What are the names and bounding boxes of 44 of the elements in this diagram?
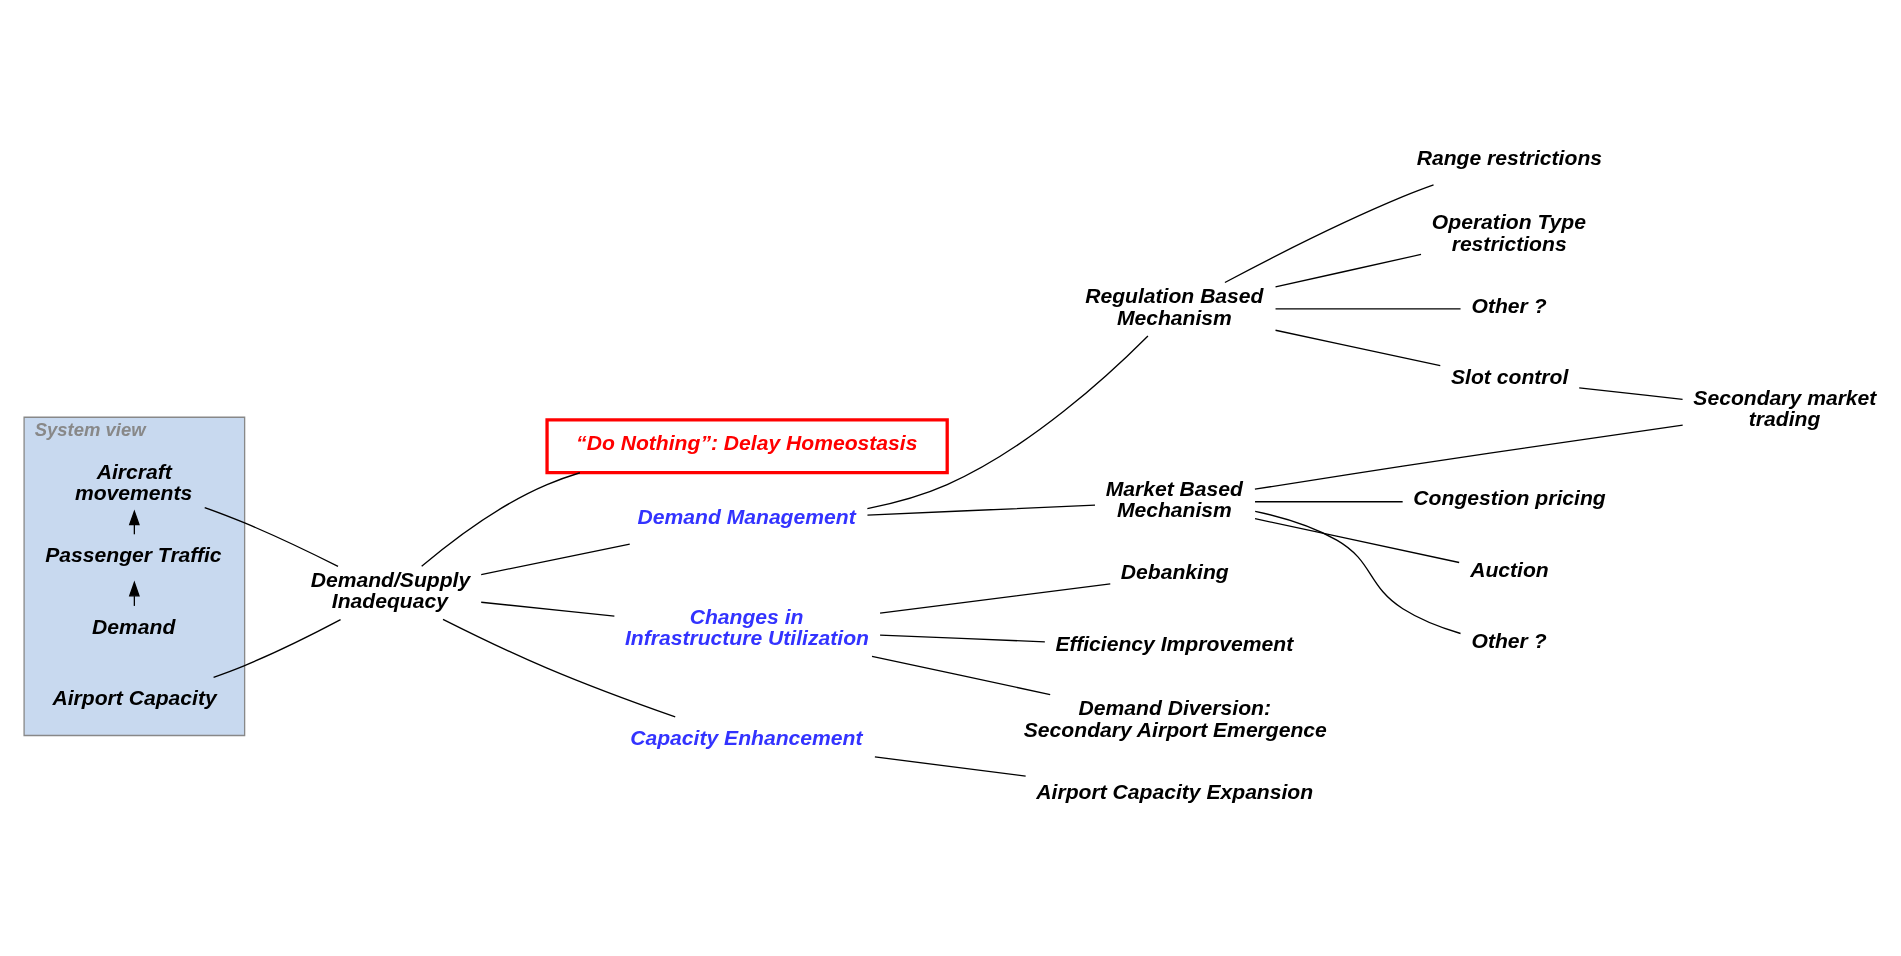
connector — [874, 756, 1027, 777]
connector — [442, 618, 676, 718]
node-text: Airport Capacity Expansion — [1036, 779, 1314, 803]
connector — [1274, 253, 1422, 288]
node-text: Debanking — [1120, 560, 1229, 584]
connector — [480, 543, 631, 576]
connector — [866, 335, 1149, 510]
node-box: “Do Nothing”: Delay Homeostasis — [545, 418, 949, 475]
connector — [212, 618, 342, 678]
connector — [879, 583, 1111, 614]
node-text: Range restrictions — [1416, 145, 1603, 169]
connector — [871, 655, 1051, 696]
node-text: Demand Diversion: Secondary Airport Emergence — [1023, 696, 1327, 741]
node-text: Congestion pricing — [1413, 486, 1606, 510]
node-text: Market Based Mechanism — [1105, 477, 1243, 522]
node-text: Passenger Traffic — [45, 543, 222, 567]
connector — [480, 601, 616, 617]
node-text: Efficiency Improvement — [1055, 631, 1294, 655]
node-text: Changes in Infrastructure Utilization — [624, 605, 869, 650]
node-text: Demand/Supply Inadequacy — [310, 568, 471, 613]
node-text: Demand Management — [637, 504, 856, 528]
connector — [1254, 510, 1462, 635]
connector — [1254, 424, 1684, 490]
node-text: Airport Capacity — [52, 685, 217, 709]
node-text: Secondary market trading — [1693, 386, 1877, 431]
node-text: Slot control — [1451, 364, 1569, 388]
node-text: Other ? — [1471, 293, 1547, 317]
connector — [1274, 329, 1441, 367]
node-text: Capacity Enhancement — [630, 725, 863, 749]
connector — [866, 504, 1096, 516]
connector — [421, 472, 581, 567]
connector — [1274, 308, 1462, 310]
node-text: Other ? — [1471, 629, 1547, 653]
node-text: Operation Type restrictions — [1431, 210, 1586, 255]
node-text: Demand — [92, 614, 176, 638]
connector — [879, 634, 1046, 643]
connector — [1254, 501, 1404, 503]
node-text: Auction — [1470, 557, 1549, 581]
connector — [1578, 387, 1684, 401]
connector — [204, 506, 339, 567]
connector — [1254, 518, 1460, 564]
node-text: Aircraft movements — [74, 460, 193, 505]
connector — [1224, 184, 1435, 284]
node-text: Regulation Based Mechanism — [1085, 284, 1264, 329]
